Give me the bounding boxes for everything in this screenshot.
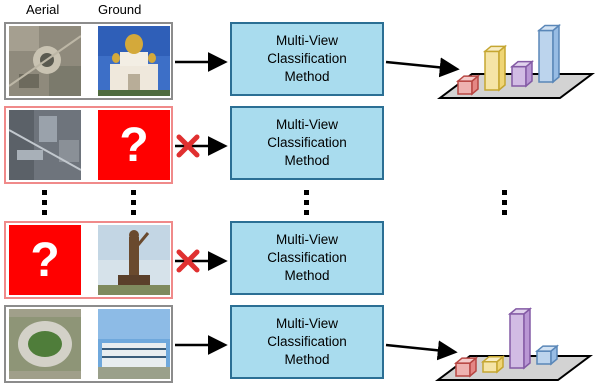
ellipsis-icon <box>131 190 136 215</box>
ellipsis-icon <box>42 190 47 215</box>
method-line-3: Method <box>284 153 330 168</box>
method-line-3: Method <box>284 69 330 84</box>
image-pair-3: ? <box>4 221 173 299</box>
method-box-3: Multi-View Classification Method <box>230 221 384 295</box>
ground-photo-3 <box>98 225 170 295</box>
missing-aerial-photo: ? <box>9 225 81 295</box>
output-chart-top <box>437 23 595 99</box>
image-pair-4 <box>4 305 173 383</box>
question-mark-icon: ? <box>119 118 149 172</box>
chart-bar-4 <box>536 23 562 84</box>
output-arrow-1 <box>385 57 460 78</box>
method-line-1: Multi-View <box>275 232 338 247</box>
method-line-2: Classification <box>267 51 347 66</box>
method-line-1: Multi-View <box>275 316 338 331</box>
cross-icon <box>176 249 200 273</box>
method-box-1: Multi-View Classification Method <box>230 22 384 96</box>
method-line-2: Classification <box>267 135 347 150</box>
chart-bar-1 <box>455 74 481 96</box>
missing-ground-photo: ? <box>98 110 170 180</box>
aerial-header: Aerial <box>26 2 60 17</box>
method-box-4: Multi-View Classification Method <box>230 305 384 379</box>
method-line-2: Classification <box>267 250 347 265</box>
aerial-photo-4 <box>9 309 81 379</box>
question-mark-icon: ? <box>30 233 60 287</box>
image-pair-2: ? <box>4 106 173 184</box>
chart-bar-3 <box>509 60 535 88</box>
ground-photo-1 <box>98 26 170 96</box>
chart-bar-2 <box>480 355 506 374</box>
ellipsis-icon <box>502 190 507 215</box>
aerial-photo-1 <box>9 26 81 96</box>
chart-bar-4 <box>534 344 560 366</box>
image-pair-1 <box>4 22 173 100</box>
output-chart-bottom <box>435 307 593 381</box>
chart-bar-2 <box>482 44 508 92</box>
method-box-2: Multi-View Classification Method <box>230 106 384 180</box>
chart-bar-1 <box>453 356 479 378</box>
method-line-1: Multi-View <box>275 117 338 132</box>
aerial-photo-2 <box>9 110 81 180</box>
method-line-2: Classification <box>267 334 347 349</box>
ellipsis-icon <box>304 190 309 215</box>
cross-icon <box>176 134 200 158</box>
ground-header: Ground <box>98 2 142 17</box>
chart-bar-3 <box>507 307 533 370</box>
ground-photo-4 <box>98 309 170 379</box>
method-line-3: Method <box>284 268 330 283</box>
output-arrow-2 <box>385 340 458 361</box>
method-line-3: Method <box>284 352 330 367</box>
method-line-1: Multi-View <box>275 33 338 48</box>
